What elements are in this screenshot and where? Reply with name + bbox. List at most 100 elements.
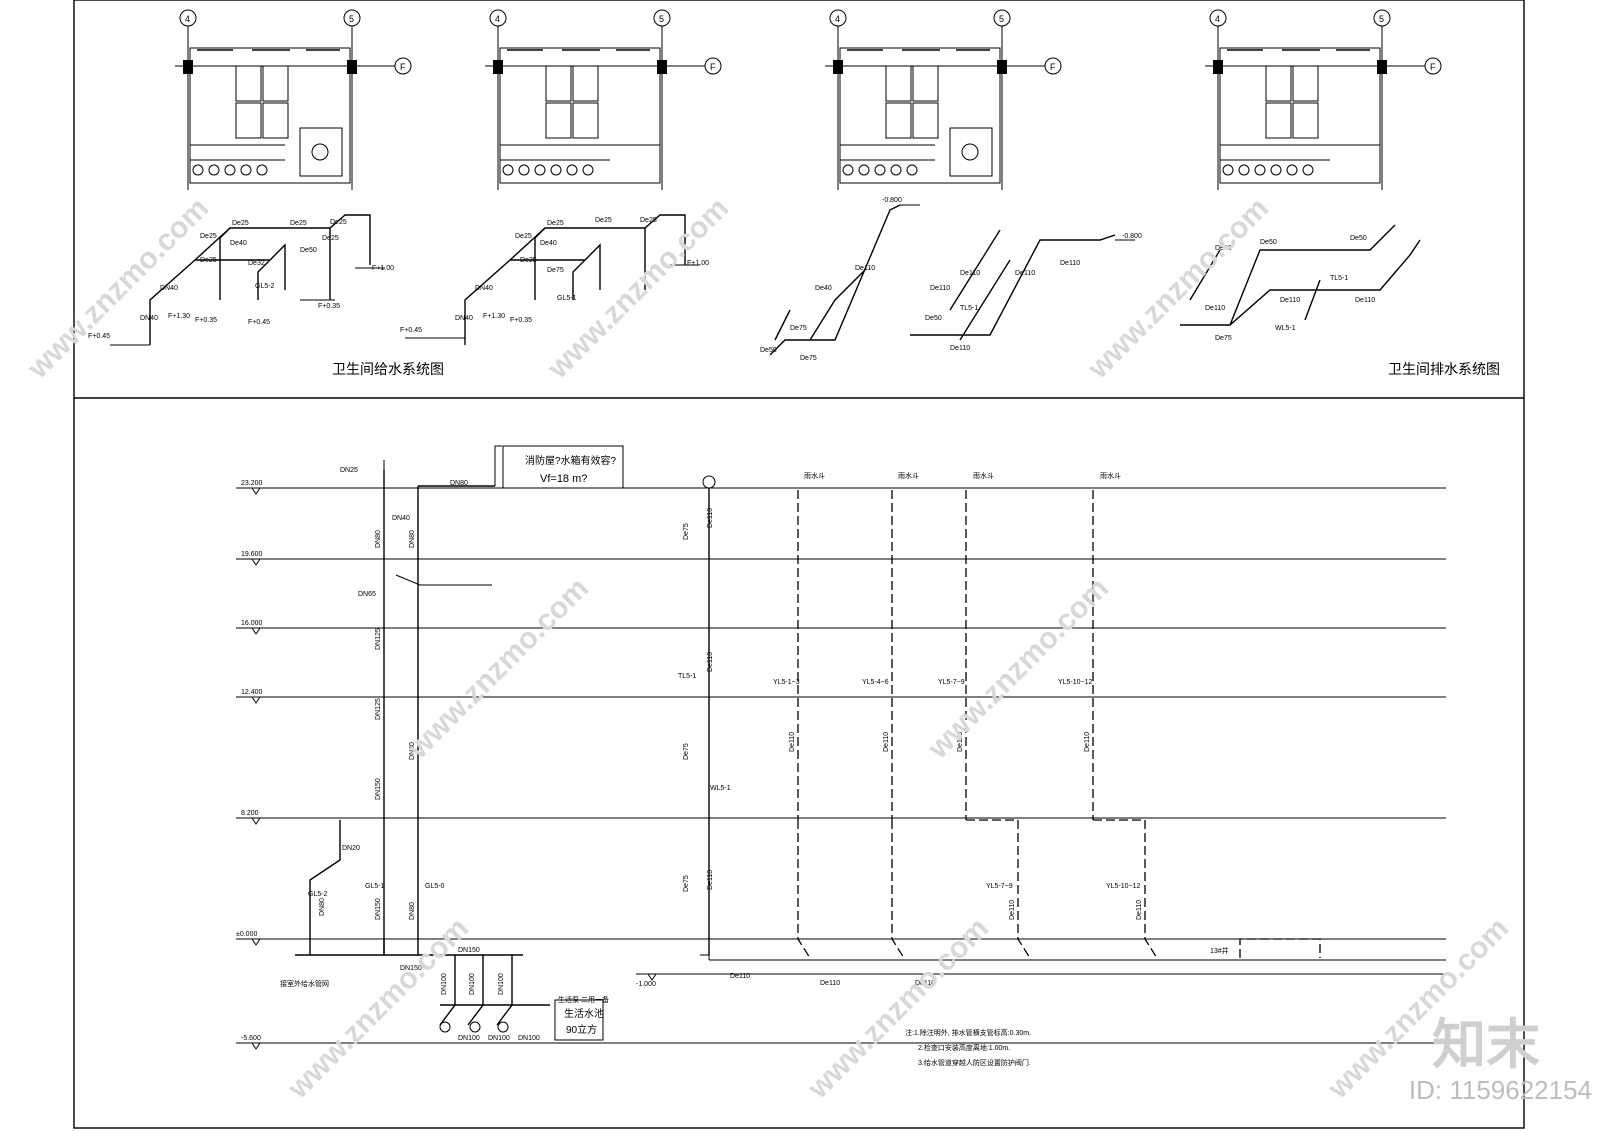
water-tank-box	[554, 999, 604, 1041]
svg-text:De75: De75	[683, 743, 690, 760]
svg-text:DN40: DN40	[160, 285, 178, 292]
svg-text:F+1.30: F+1.30	[168, 313, 190, 320]
svg-text:F: F	[1430, 62, 1436, 72]
svg-text:8.200: 8.200	[241, 810, 259, 817]
svg-text:De25: De25	[520, 257, 537, 264]
svg-text:雨水斗: 雨水斗	[898, 471, 919, 480]
svg-text:DN125: DN125	[375, 698, 382, 720]
supply-iso-2: F+0.45 De25 De25 De40 De25 De25 De25 DN4…	[400, 214, 709, 345]
svg-text:De50: De50	[1260, 239, 1277, 246]
svg-text:雨水斗: 雨水斗	[1100, 471, 1121, 480]
svg-text:De110: De110	[1205, 305, 1225, 312]
drain-iso-1: -0.800 De110 De75 De50 De75 De40	[760, 197, 920, 362]
svg-text:DN125: DN125	[375, 628, 382, 650]
svg-text:4: 4	[835, 14, 840, 24]
svg-text:www.znzmo.com: www.znzmo.com	[801, 912, 995, 1106]
svg-text:www.znzmo.com: www.znzmo.com	[21, 192, 215, 386]
svg-text:DN40: DN40	[455, 315, 473, 322]
svg-text:-0.800: -0.800	[1122, 233, 1142, 240]
drain-iso-2: -0.800 De110 De110 De110 De110 De50 De11…	[910, 229, 1142, 352]
svg-text:DN25: DN25	[340, 467, 358, 474]
svg-text:生活水池: 生活水池	[564, 1007, 604, 1020]
svg-text:De110: De110	[707, 652, 714, 672]
drain-system-title: 卫生间排水系统图	[1388, 361, 1500, 377]
svg-text:F+1.00: F+1.00	[687, 260, 709, 267]
pipe-size-labels: DN80 DN80 DN125 DN125 DN150 DN150 DN80 D…	[319, 508, 1143, 987]
svg-text:De110: De110	[957, 732, 964, 752]
svg-text:生活泵 二用一备: 生活泵 二用一备	[558, 995, 609, 1004]
svg-text:DN65: DN65	[358, 591, 376, 598]
svg-text:De110: De110	[1280, 297, 1300, 304]
svg-text:DN80: DN80	[375, 530, 382, 548]
svg-text:±0.000: ±0.000	[236, 931, 257, 938]
svg-text:DN100: DN100	[518, 1035, 540, 1042]
svg-text:De75: De75	[683, 875, 690, 892]
svg-text:De25: De25	[640, 217, 657, 224]
svg-text:De25: De25	[200, 233, 217, 240]
svg-text:2.检查口安装高度离地:1.00m.: 2.检查口安装高度离地:1.00m.	[918, 1043, 1010, 1052]
svg-text:De110: De110	[1015, 270, 1035, 277]
svg-text:DN150: DN150	[375, 778, 382, 800]
svg-text:De110: De110	[789, 732, 796, 752]
svg-text:Vf=18 m?: Vf=18 m?	[540, 473, 587, 485]
svg-text:F: F	[1050, 62, 1056, 72]
svg-text:YL5-10~12: YL5-10~12	[1106, 883, 1141, 890]
svg-text:www.znzmo.com: www.znzmo.com	[401, 572, 595, 766]
svg-text:DN20: DN20	[342, 845, 360, 852]
svg-text:GL5-1: GL5-1	[557, 295, 577, 302]
svg-text:De75: De75	[790, 325, 807, 332]
svg-text:接室外给水管网: 接室外给水管网	[280, 979, 329, 988]
svg-text:GL5-2: GL5-2	[255, 283, 275, 290]
svg-text:De110: De110	[1084, 732, 1091, 752]
plan-2: 4 5 F	[485, 9, 722, 190]
svg-text:DN150: DN150	[400, 965, 422, 972]
svg-text:De25: De25	[322, 235, 339, 242]
svg-text:GL5-0: GL5-0	[425, 883, 445, 890]
svg-text:F+1.00: F+1.00	[372, 265, 394, 272]
pump-icon	[497, 1021, 509, 1033]
svg-text:De110: De110	[950, 345, 970, 352]
svg-text:De75: De75	[547, 267, 564, 274]
svg-text:F+0.45: F+0.45	[400, 327, 422, 334]
fire-tank-box	[502, 445, 624, 489]
svg-text:4: 4	[495, 14, 500, 24]
svg-text:De40: De40	[540, 240, 557, 247]
svg-text:De25: De25	[200, 257, 217, 264]
svg-text:YL5-1~3: YL5-1~3	[773, 679, 800, 686]
vent-cap-icon	[702, 475, 716, 489]
svg-text:De50: De50	[925, 315, 942, 322]
supply-iso-1: F+0.45 De25 De25 De40 De25 De25 De50 De2…	[88, 214, 394, 346]
svg-text:De110: De110	[820, 980, 840, 987]
svg-text:DN100: DN100	[498, 973, 505, 995]
svg-text:De75: De75	[800, 355, 817, 362]
pump-icon	[469, 1021, 481, 1033]
svg-text:De50: De50	[760, 347, 777, 354]
svg-text:DN40: DN40	[392, 515, 410, 522]
svg-text:YL5-10~12: YL5-10~12	[1058, 679, 1093, 686]
svg-text:De110: De110	[707, 870, 714, 890]
grid-label-4: 4	[185, 14, 190, 24]
svg-text:F+0.45: F+0.45	[248, 319, 270, 326]
svg-text:DN80: DN80	[409, 742, 416, 760]
watermark-logo: 知末	[1432, 1015, 1540, 1075]
plan-1: 4 5 F	[175, 9, 412, 190]
svg-text:De110: De110	[915, 980, 935, 987]
svg-text:DN80: DN80	[409, 530, 416, 548]
supply-label: F+0.45	[88, 333, 110, 340]
svg-text:DN100: DN100	[469, 973, 476, 995]
supply-isometrics: F+0.45 De25 De25 De40 De25 De25 De50 De2…	[88, 214, 709, 346]
svg-text:De40: De40	[230, 240, 247, 247]
svg-text:YL5-7~9: YL5-7~9	[986, 883, 1013, 890]
svg-text:De75: De75	[1215, 335, 1232, 342]
svg-text:De110: De110	[1060, 260, 1080, 267]
svg-text:De32: De32	[248, 260, 265, 267]
svg-text:16.000: 16.000	[241, 620, 263, 627]
svg-text:De50: De50	[300, 247, 317, 254]
elevation-markers: 23.200 19.600 16.000 12.400 8.200 ±0.000…	[236, 480, 657, 1050]
svg-text:注:1.除注明外, 排水管横支管标高:0.30m.: 注:1.除注明外, 排水管横支管标高:0.30m.	[905, 1028, 1031, 1037]
svg-text:De25: De25	[595, 217, 612, 224]
svg-text:5: 5	[999, 14, 1004, 24]
svg-text:De110: De110	[930, 285, 950, 292]
svg-text:De110: De110	[730, 973, 750, 980]
